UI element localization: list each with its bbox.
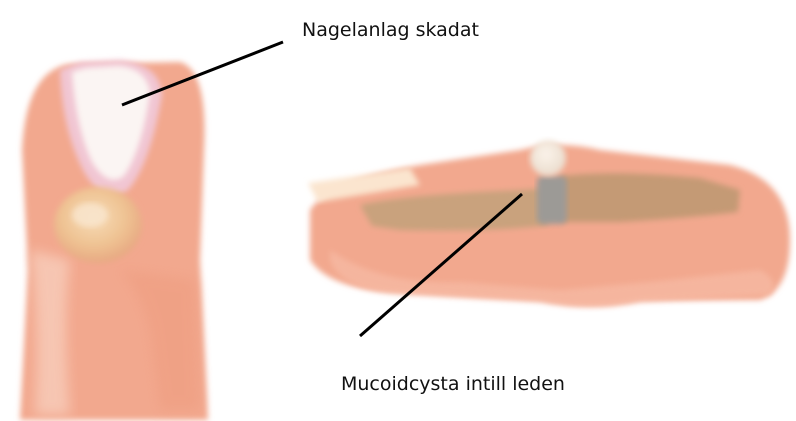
joint — [537, 176, 567, 224]
cyst-highlight — [72, 203, 108, 227]
mucoid-cyst-side — [530, 140, 566, 176]
finger-top-view — [20, 60, 208, 420]
label-mucoid-cyst: Mucoidcysta intill leden — [341, 375, 565, 394]
finger-side-view — [308, 140, 790, 307]
label-nail-bed-damaged: Nagelanlag skadat — [302, 21, 479, 40]
